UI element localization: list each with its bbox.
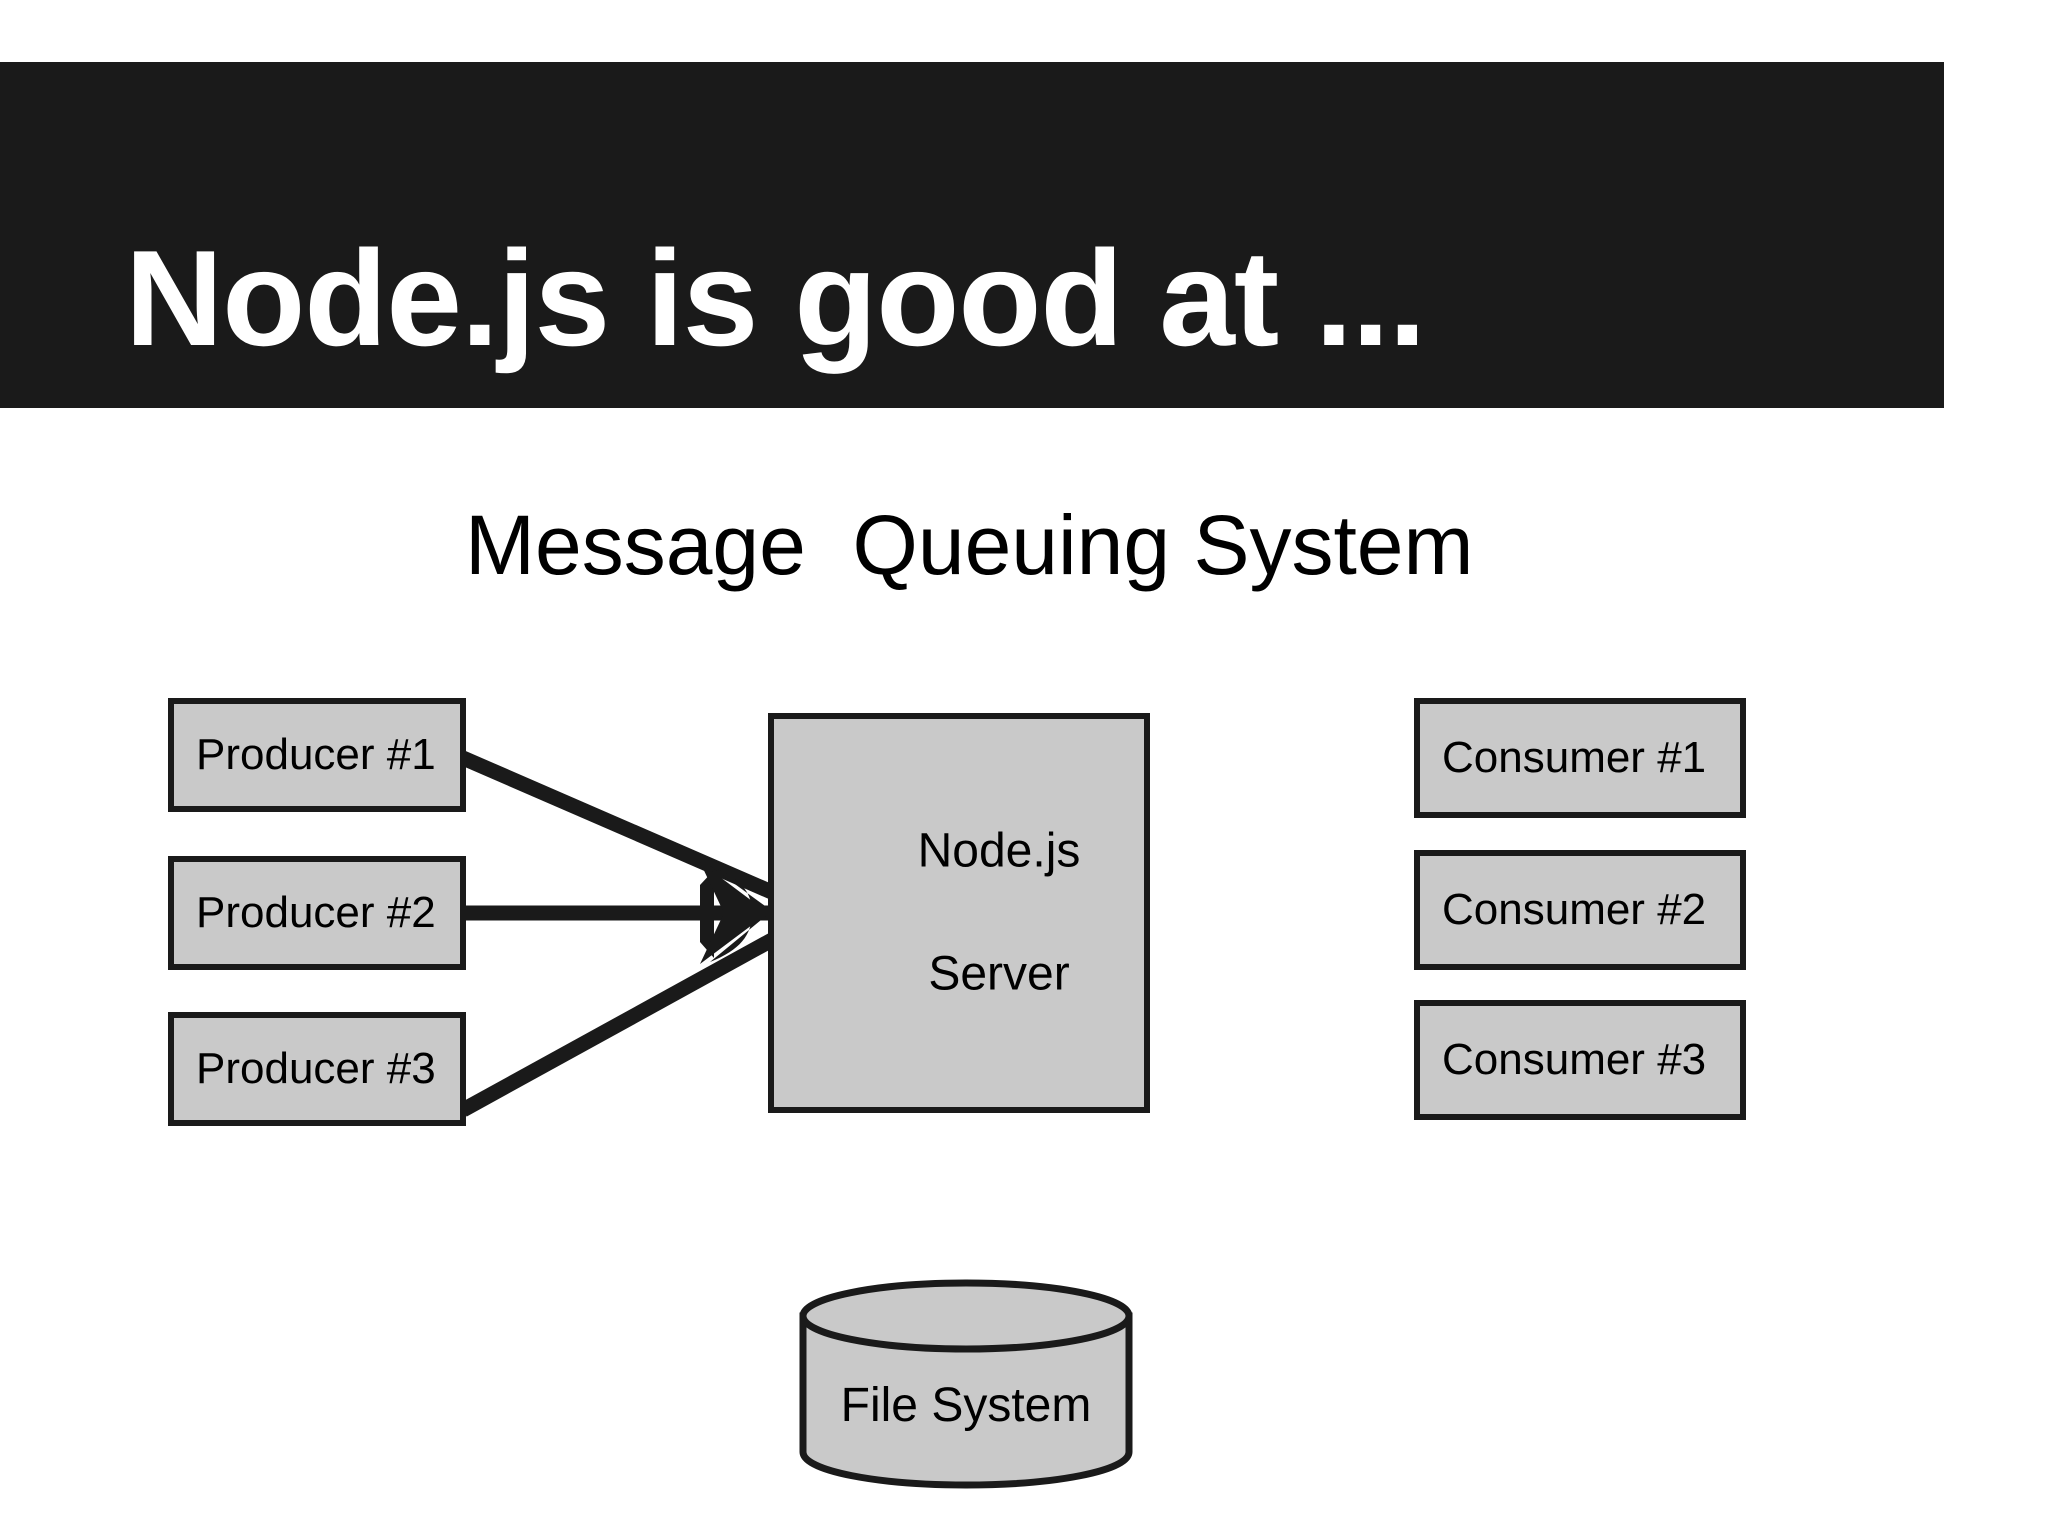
producer-box-3[interactable]: Producer #3: [168, 1012, 466, 1126]
cylinder-icon: [799, 1279, 1133, 1489]
connector-producer1-to-server: [460, 751, 793, 907]
server-label-line2: Server: [928, 947, 1070, 1001]
server-label: Node.js Server: [774, 759, 1144, 1066]
consumer-box-3[interactable]: Consumer #3: [1414, 1000, 1746, 1120]
producer-label-1: Producer #1: [196, 730, 436, 779]
title-bar: Node.js is good at ...: [0, 62, 1944, 408]
page-title: Node.js is good at ...: [125, 222, 1426, 374]
producer-box-2[interactable]: Producer #2: [168, 856, 466, 970]
nodejs-server-box[interactable]: Node.js Server: [768, 713, 1150, 1113]
producer-box-1[interactable]: Producer #1: [168, 698, 466, 812]
producer-label-3: Producer #3: [196, 1044, 436, 1093]
consumer-label-3: Consumer #3: [1442, 1035, 1707, 1084]
arrowhead-icon: [700, 866, 772, 962]
diagram-subtitle: Message Queuing System: [465, 498, 1474, 592]
consumer-label-2: Consumer #2: [1442, 885, 1707, 934]
producer-label-2: Producer #2: [196, 888, 436, 937]
file-system-label: File System: [840, 1379, 1092, 1432]
arrowhead-triangle-icon: [700, 862, 768, 964]
consumer-label-1: Consumer #1: [1442, 733, 1707, 782]
connector-producer3-to-server: [459, 923, 794, 1117]
consumer-box-2[interactable]: Consumer #2: [1414, 850, 1746, 970]
consumer-box-1[interactable]: Consumer #1: [1414, 698, 1746, 818]
file-system-cylinder[interactable]: File System: [798, 1278, 1134, 1490]
server-label-line1: Node.js: [917, 824, 1081, 878]
